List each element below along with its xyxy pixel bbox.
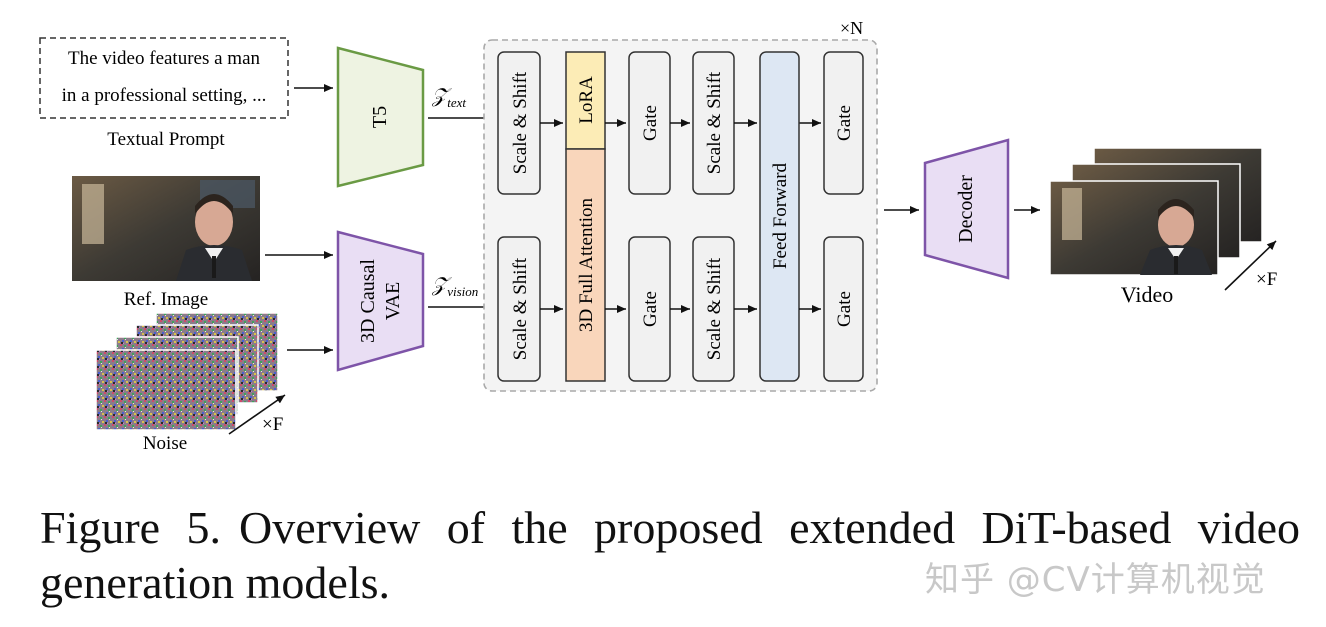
gate-label: Gate: [834, 291, 855, 327]
prompt-line-2: in a professional setting, ...: [62, 85, 267, 106]
feed-forward-block: [759, 51, 800, 382]
scale-shift-label: Scale & Shift: [704, 71, 725, 174]
reference-image: Ref. Image: [72, 176, 260, 310]
prompt-line-1: The video features a man: [68, 48, 261, 69]
feed-forward-label: Feed Forward: [770, 162, 791, 269]
text-latent-symbol: 𝒵text: [431, 85, 466, 110]
dit-top-row: Scale & Shift LoRA Gate Scale & Shift Ga…: [497, 51, 864, 195]
repeat-n-label: ×N: [840, 18, 863, 38]
prompt-label: Textual Prompt: [107, 129, 225, 150]
dit-block-container: [483, 39, 878, 392]
figure-caption: Figure 5.Overview of the proposed extend…: [40, 500, 1300, 610]
textual-prompt: The video features a man in a profession…: [39, 37, 289, 150]
dit-bottom-row: Scale & Shift Gate Scale & Shift Gate: [497, 236, 864, 382]
lora-label: LoRA: [576, 76, 597, 124]
frames-arrow-input: [228, 394, 286, 435]
caption-text: Overview of the proposed extended DiT-ba…: [40, 502, 1300, 608]
scale-shift-label: Scale & Shift: [510, 257, 531, 360]
vae-encoder: 3D Causal VAE: [336, 230, 425, 372]
ref-image-label: Ref. Image: [124, 289, 208, 310]
vae-label-line-2: VAE: [382, 282, 404, 321]
architecture-diagram: The video features a man in a profession…: [39, 18, 1277, 454]
output-video-frames: Video ×F: [1049, 147, 1277, 307]
input-frames-label: ×F: [262, 414, 283, 435]
gate-label: Gate: [640, 291, 661, 327]
frames-arrow-output: [1224, 240, 1277, 291]
scale-shift-label: Scale & Shift: [510, 71, 531, 174]
gate-label: Gate: [834, 105, 855, 141]
figure-number: Figure 5.: [40, 502, 221, 553]
gate-block-text-2: [823, 51, 864, 195]
t5-encoder: T5: [336, 46, 425, 188]
noise-label: Noise: [143, 433, 187, 454]
scale-shift-label: Scale & Shift: [704, 257, 725, 360]
output-frames-label: ×F: [1256, 269, 1277, 290]
attention-label: 3D Full Attention: [576, 197, 597, 332]
decoder: Decoder: [923, 138, 1010, 280]
lora-block: [565, 51, 606, 150]
noise-frames: Noise ×F: [95, 312, 286, 454]
vae-label-line-1: 3D Causal: [357, 259, 379, 343]
attention-block: [565, 148, 606, 382]
prompt-box: [39, 37, 289, 119]
t5-label: T5: [369, 106, 391, 128]
watermark: 知乎 @CV计算机视觉: [925, 560, 1266, 600]
video-label: Video: [1121, 282, 1173, 307]
gate-block-vision-2: [823, 236, 864, 382]
gate-label: Gate: [640, 105, 661, 141]
decoder-label: Decoder: [955, 175, 977, 243]
vision-latent-symbol: 𝒵vision: [431, 274, 478, 299]
person-head: [195, 198, 233, 246]
